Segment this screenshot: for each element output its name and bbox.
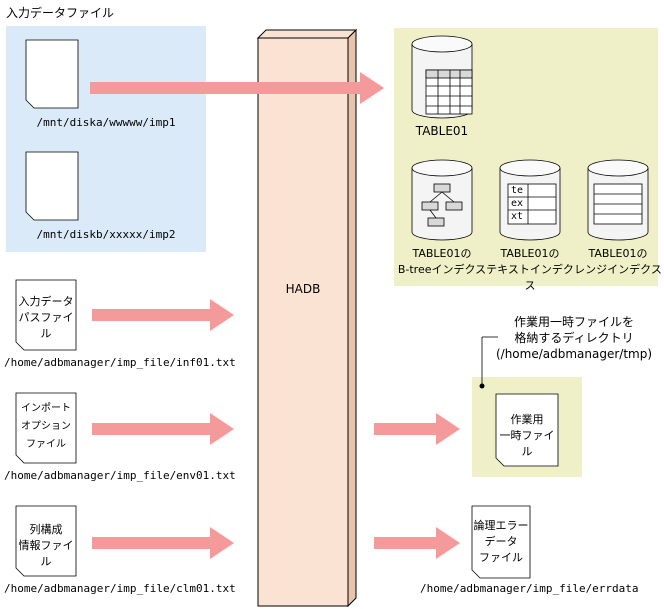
input-data-file-path-2: /mnt/diskb/xxxxx/imp2 — [36, 228, 176, 241]
error-file-label: 論理エラー データ ファイル — [473, 519, 529, 564]
error-file-path: /home/adbmanager/imp_file/errdata — [420, 582, 639, 595]
arrow-hadb-to-error — [374, 527, 460, 559]
import-option-file-label: インポート オプション ファイル — [21, 403, 71, 450]
document-icon-error-file — [471, 505, 531, 579]
text-index-cell-te: te — [511, 185, 524, 196]
table01-cylinder — [411, 35, 473, 119]
document-icon-imp1 — [25, 39, 79, 109]
arrow-hadb-to-work — [374, 413, 460, 445]
input-data-file-title: 入力データファイル — [6, 6, 115, 20]
import-option-file-path: /home/adbmanager/imp_file/env01.txt — [4, 469, 236, 482]
document-icon-work-file — [495, 393, 559, 467]
input-path-file-path: /home/adbmanager/imp_file/inf01.txt — [4, 356, 236, 369]
arrow-inf01 — [92, 299, 234, 331]
column-info-file-path: /home/adbmanager/imp_file/clm01.txt — [4, 582, 236, 595]
text-index-cell-xt: xt — [511, 211, 524, 222]
text-index-cylinder — [499, 159, 561, 241]
document-icon-imp2 — [25, 151, 79, 221]
document-icon-env01 — [15, 392, 77, 464]
arrow-input-to-table — [90, 72, 384, 104]
table01-label: TABLE01 — [415, 124, 469, 138]
column-info-file-label: 列構成 情報ファイル — [18, 523, 74, 568]
text-index-label: TABLE01の テキストインデクス — [486, 247, 574, 292]
range-index-cylinder — [587, 159, 649, 241]
btree-index-cylinder — [411, 159, 473, 241]
document-icon-clm01 — [15, 505, 77, 577]
input-path-file-label: 入力データ パスファイル — [18, 295, 74, 340]
range-index-label: TABLE01の レンジインデクス — [574, 247, 662, 276]
arrow-env01 — [92, 413, 234, 445]
callout-dot — [479, 383, 485, 389]
input-data-file-path-1: /mnt/diska/wwwww/imp1 — [36, 116, 176, 129]
hadb-label: HADB — [285, 282, 321, 296]
work-file-label: 作業用 一時ファイル — [499, 413, 555, 458]
hadb-box — [256, 28, 358, 608]
arrow-clm01 — [92, 527, 234, 559]
btree-index-label: TABLE01の B-treeインデクス — [397, 247, 487, 276]
work-dir-caption: 作業用一時ファイルを 格納するディレクトリ (/home/adbmanager/… — [495, 315, 653, 361]
text-index-cell-ex: ex — [511, 198, 524, 209]
document-icon-inf01 — [15, 279, 77, 351]
